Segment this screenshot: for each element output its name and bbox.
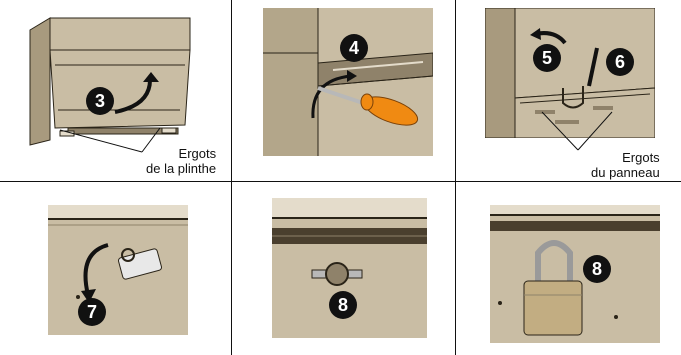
badge-step-4: 4 xyxy=(340,34,368,62)
caption-plinth-lugs: Ergots de la plinthe xyxy=(146,146,216,176)
caption-panel-lugs: Ergots du panneau xyxy=(591,150,660,180)
badge-step-5: 5 xyxy=(533,44,561,72)
badge-step-8-padlock: 8 xyxy=(583,255,611,283)
panel-step-4 xyxy=(263,8,433,156)
callout-lines-panel xyxy=(540,110,620,155)
grid-line-v2 xyxy=(455,0,456,355)
panel-step-7 xyxy=(48,205,188,335)
panel-step-8-padlock xyxy=(490,205,660,343)
badge-step-8-latch: 8 xyxy=(329,291,357,319)
badge-step-3: 3 xyxy=(86,87,114,115)
badge-step-6: 6 xyxy=(606,48,634,76)
badge-step-7: 7 xyxy=(78,298,106,326)
grid-line-middle xyxy=(0,181,681,182)
grid-line-v1 xyxy=(231,0,232,355)
